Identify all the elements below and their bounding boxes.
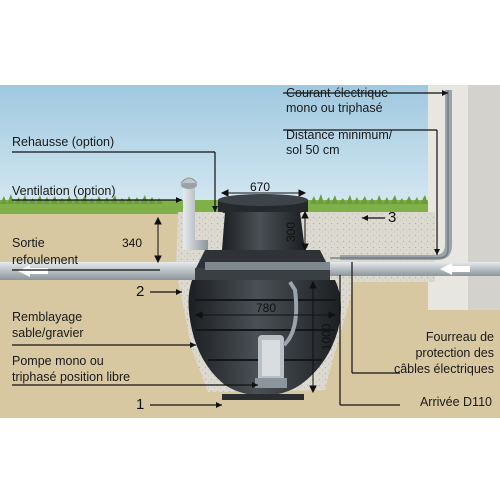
label-sortie-2: refoulement bbox=[12, 253, 79, 267]
sky bbox=[0, 85, 500, 210]
label-fourreau-2: protection des bbox=[415, 346, 494, 360]
marker-3: 3 bbox=[388, 209, 397, 226]
dim-1000: 1000 bbox=[319, 323, 334, 351]
label-remblayage-1: Remblayage bbox=[12, 310, 83, 324]
dim-780: 780 bbox=[256, 301, 277, 315]
dim-670: 670 bbox=[250, 180, 271, 194]
inlet-pipe bbox=[310, 262, 500, 276]
leader-lines bbox=[12, 92, 448, 406]
label-arrivee: Arrivée D110 bbox=[419, 395, 492, 409]
pump bbox=[255, 280, 299, 388]
label-pompe-1: Pompe mono ou bbox=[12, 354, 104, 368]
label-fourreau-3: câbles électriques bbox=[393, 362, 494, 376]
ventilation-pipe bbox=[183, 185, 208, 250]
dim-300: 300 bbox=[284, 221, 299, 243]
label-distance-2: sol 50 cm bbox=[286, 143, 340, 157]
marker-2: 2 bbox=[136, 283, 145, 300]
label-rehausse: Rehausse (option) bbox=[12, 135, 115, 149]
dim-340: 340 bbox=[122, 236, 143, 250]
label-fourreau-1: Fourreau de bbox=[425, 330, 494, 344]
marker-1: 1 bbox=[136, 396, 145, 413]
dimension-lines bbox=[154, 189, 337, 394]
label-pompe-2: triphasé position libre bbox=[12, 370, 131, 384]
outlet-pipe bbox=[0, 262, 210, 280]
label-ventilation: Ventilation (option) bbox=[12, 184, 116, 198]
label-courant-1: Courant électrique bbox=[286, 86, 389, 100]
label-remblayage-2: sable/gravier bbox=[12, 326, 84, 340]
label-sortie-1: Sortie bbox=[12, 236, 45, 250]
label-distance-1: Distance minimum/ bbox=[286, 128, 393, 142]
label-courant-2: mono ou triphasé bbox=[286, 101, 383, 115]
